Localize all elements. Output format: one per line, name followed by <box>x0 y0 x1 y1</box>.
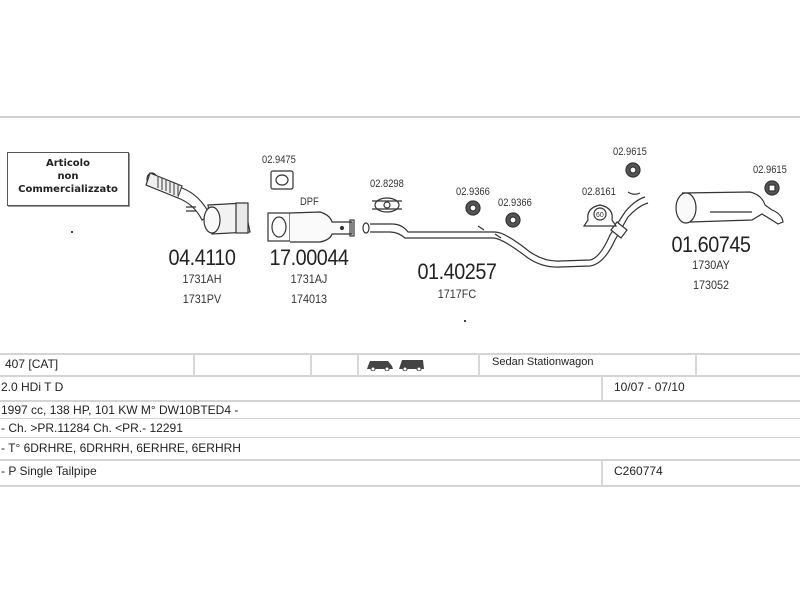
accessory-code: 02.9366 <box>456 186 490 198</box>
dpf-drawing[interactable] <box>267 211 355 243</box>
body-types-cell: Sedan Stationwagon <box>492 356 594 368</box>
part-reference: 1717FC <box>437 287 477 301</box>
dpf-label: DPF <box>300 196 319 208</box>
notice-line: non <box>57 171 79 182</box>
period-cell: 10/07 - 07/10 <box>614 380 685 394</box>
notice-line: Commercializzato <box>18 184 118 195</box>
rubber-mount-icon[interactable] <box>465 200 481 216</box>
middle-pipe-drawing[interactable] <box>362 196 649 268</box>
part-number[interactable]: 17.00044 <box>269 245 349 270</box>
types-cell: - T° 6DRHRE, 6DRHRH, 6ERHRE, 6ERHRH <box>1 441 241 455</box>
part-reference: 1730AY <box>692 258 730 272</box>
stray-dot <box>71 231 73 233</box>
part-reference: 1731AJ <box>290 272 328 286</box>
engine-cell: 2.0 HDi T D <box>1 380 64 394</box>
model-cell: 407 [CAT] <box>5 357 59 371</box>
stray-dot <box>464 320 466 322</box>
body-type-icons <box>366 357 426 374</box>
code-cell: C260774 <box>614 464 663 478</box>
part-reference: 1731AH <box>182 272 222 286</box>
exhaust-diagram: 60 <box>145 162 784 268</box>
specs-cell: 1997 cc, 138 HP, 101 KW M° DW10BTED4 - <box>1 403 239 417</box>
top-divider <box>0 116 800 118</box>
part-reference: 173052 <box>692 278 730 292</box>
accessory-code: 02.9475 <box>262 154 296 166</box>
rear-silencer-drawing[interactable] <box>627 191 784 225</box>
part-reference: 174013 <box>290 292 328 306</box>
rubber-mount-icon[interactable] <box>764 180 780 196</box>
part-number[interactable]: 01.60745 <box>671 232 751 257</box>
accessory-code: 02.9615 <box>613 146 647 158</box>
accessory-code: 02.8298 <box>370 178 404 190</box>
notice-line: Articolo <box>46 158 90 169</box>
car-icon <box>367 360 424 372</box>
tailpipe-cell: - P Single Tailpipe <box>1 464 97 478</box>
rubber-mount-icon[interactable] <box>505 212 521 228</box>
accessory-code: 02.8161 <box>582 186 616 198</box>
chassis-cell: - Ch. >PR.11284 Ch. <PR.- 12291 <box>1 421 183 435</box>
clamp-icon[interactable] <box>372 197 402 213</box>
svg-text:60: 60 <box>596 212 604 219</box>
rubber-mount-icon[interactable] <box>625 162 641 178</box>
part-number[interactable]: 04.4110 <box>168 245 236 270</box>
gasket-icon[interactable] <box>270 170 294 190</box>
not-commercialized-notice: Articolo non Commercializzato <box>7 152 129 206</box>
accessory-code: 02.9615 <box>753 164 787 176</box>
accessory-code: 02.9366 <box>498 197 532 209</box>
part-reference: 1731PV <box>182 292 222 306</box>
part-number[interactable]: 01.40257 <box>417 259 497 284</box>
catalytic-converter-drawing[interactable] <box>145 172 251 235</box>
clamp-icon[interactable]: 60 <box>582 204 618 227</box>
